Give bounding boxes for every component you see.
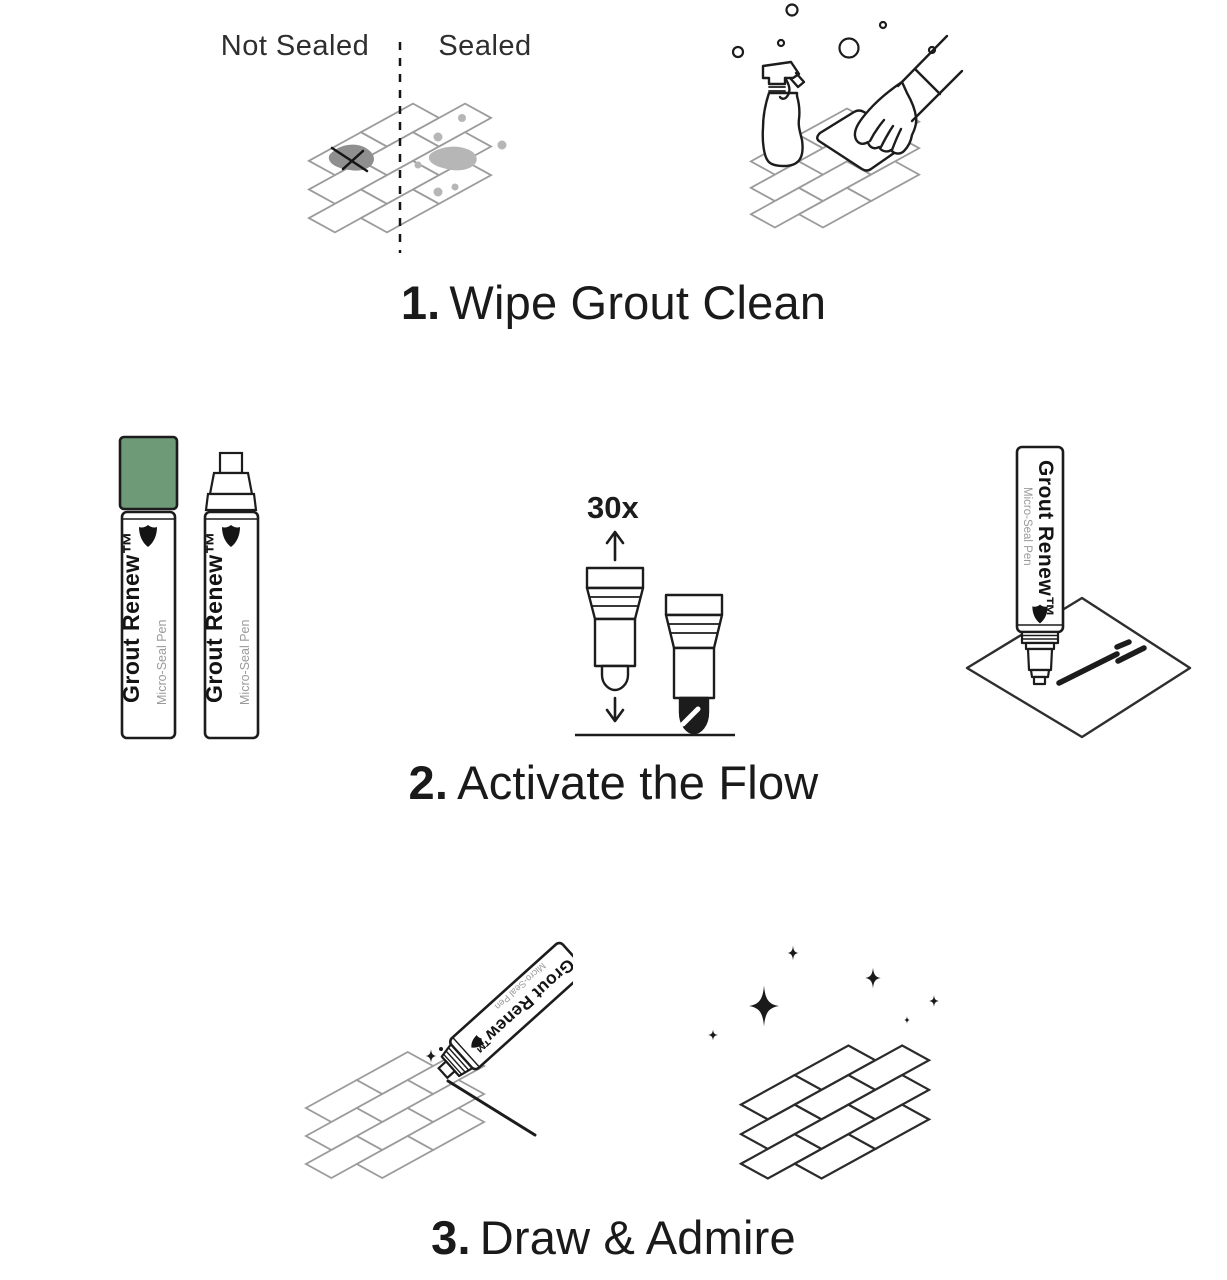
illustration-draw-on-grout: Grout Renew™ Micro-Seal Pen <box>254 941 573 1193</box>
tile-grid-icon <box>702 94 968 242</box>
illustration-not-sealed-vs-sealed: Not Sealed Sealed <box>221 30 544 253</box>
step-1-title: Wipe Grout Clean <box>449 276 827 329</box>
illustration-pump-30x: 30x <box>575 490 735 737</box>
grout-stain-dark-icon <box>328 144 374 173</box>
arrow-down-icon <box>605 696 625 723</box>
illustration-wipe-clean <box>702 3 968 242</box>
sparkle-icon <box>425 1049 437 1063</box>
pen-vertical: Grout Renew™ Micro-Seal Pen <box>1015 445 1065 686</box>
sparkle-dot <box>439 1047 443 1051</box>
illustration-pen-drawing-tile: Grout Renew™ Micro-Seal Pen <box>965 445 1192 739</box>
arrow-up-icon <box>605 530 625 562</box>
pen-brand-label: Grout Renew™ <box>468 955 573 1058</box>
pen-nib-raised-icon <box>585 566 645 692</box>
drawn-grout-lines <box>1056 639 1147 686</box>
step-2-title: Activate the Flow <box>457 756 819 809</box>
step-2-number: 2. <box>408 756 449 809</box>
step-3-number: 3. <box>431 1211 471 1264</box>
grout-stain-sealed-icon <box>414 114 507 197</box>
pen-brand-label: Grout Renew™ <box>201 531 227 703</box>
illustration-pens: Grout Renew™ Micro-Seal Pen Grout Renew™… <box>118 435 260 740</box>
tile-icon <box>965 596 1192 739</box>
pen-angled: Grout Renew™ Micro-Seal Pen <box>437 941 573 1080</box>
drawn-grout-line <box>446 1079 537 1137</box>
step-1-heading: 1.Wipe Grout Clean <box>0 279 1227 326</box>
step-1-number: 1. <box>400 276 441 329</box>
hand-wiping-icon <box>853 34 964 155</box>
tile-grid-icon <box>254 1037 536 1193</box>
tile-grid-icon <box>686 1030 984 1194</box>
sealed-label: Sealed <box>438 30 531 62</box>
spray-bottle-icon <box>761 60 806 168</box>
pump-count-label: 30x <box>587 490 639 525</box>
pen-brand-label: Grout Renew™ <box>1034 460 1057 618</box>
not-sealed-label: Not Sealed <box>221 30 370 62</box>
pen-uncapped: Grout Renew™ Micro-Seal Pen <box>201 451 260 740</box>
step-3-heading: 3.Draw & Admire <box>0 1214 1227 1261</box>
pen-subtitle-label: Micro-Seal Pen <box>155 620 169 705</box>
illustration-sparkling-tiles <box>686 945 984 1194</box>
pen-capped: Grout Renew™ Micro-Seal Pen <box>118 435 179 740</box>
step-3-title: Draw & Admire <box>479 1211 796 1264</box>
pen-brand-label: Grout Renew™ <box>118 531 144 703</box>
step-2-heading: 2.Activate the Flow <box>0 759 1227 806</box>
sparkle-icon <box>708 945 939 1041</box>
pen-subtitle-label: Micro-Seal Pen <box>238 620 252 705</box>
bubble-icon <box>731 3 937 59</box>
pen-subtitle-label: Micro-Seal Pen <box>1021 487 1033 566</box>
pen-nib-pressed-icon <box>664 593 724 735</box>
pen-cap-green <box>118 435 179 511</box>
